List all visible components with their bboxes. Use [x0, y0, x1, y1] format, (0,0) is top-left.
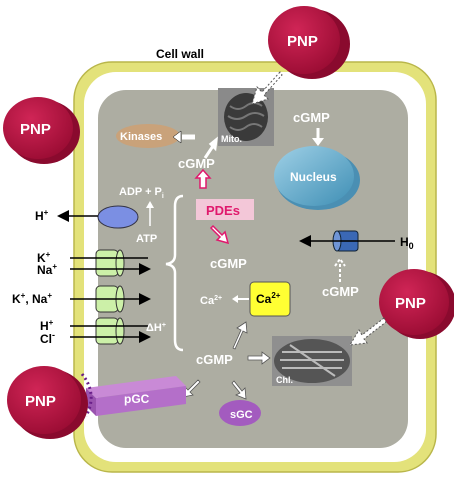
pde-arrow-up — [194, 168, 212, 189]
pnp-molecule-bottom: PNP — [7, 366, 88, 439]
cgmp-top: cGMP — [178, 156, 215, 171]
ca-store-box — [249, 281, 291, 317]
pnp-to-chl-arrow — [349, 317, 387, 346]
arrow-cgmp-to-ca — [232, 321, 248, 350]
atp-adp-arrow — [146, 201, 154, 208]
nucleus-label: Nucleus — [290, 170, 337, 184]
chloroplast-image: Chl. — [272, 336, 352, 386]
h-pump — [97, 205, 139, 229]
chl-label: Chl. — [276, 375, 293, 385]
pnp-label-left: PNP — [20, 121, 51, 138]
ca-store-label: Ca2+ — [256, 291, 281, 306]
cgmp-middle: cGMP — [210, 256, 247, 271]
k-na-plus-label: K+, Na+ — [12, 291, 52, 306]
arrow-to-kinases — [172, 130, 182, 144]
pnp-molecule-right: PNP — [379, 269, 454, 339]
arrow-sgc-to-cgmp — [231, 380, 247, 400]
sgc-label: sGC — [230, 409, 253, 421]
pnp-molecule-left: PNP — [3, 97, 80, 164]
ca-release-arrow — [232, 295, 238, 303]
k-plus-label: K+ — [37, 250, 51, 265]
pdes-box — [196, 199, 254, 220]
pgc-label: pGC — [124, 392, 150, 406]
arrow-pgc-to-cgmp — [182, 379, 201, 398]
h-cl-channel — [70, 317, 148, 344]
arrow-cgmp-to-mito — [203, 136, 218, 159]
ca-label: Ca2+ — [200, 295, 222, 307]
cell-wall-label: Cell wall — [156, 47, 204, 61]
pgc-binding-dots — [80, 373, 93, 417]
h-plus-label: H+ — [40, 318, 54, 333]
kinases-label: Kinases — [120, 131, 162, 143]
arrow-cgmp-to-nucleus — [312, 138, 324, 146]
pde-arrow-down — [209, 224, 230, 245]
atp-label: ATP — [136, 233, 157, 245]
delta-h-label: ΔH+ — [146, 322, 166, 334]
pnp-label-right: PNP — [395, 295, 426, 312]
kinases-shape — [116, 124, 180, 148]
pnp-label-bottom: PNP — [25, 393, 56, 410]
k-na-channel-2 — [70, 285, 151, 313]
cl-minus-label: Cl- — [40, 330, 55, 346]
k-na-channel — [70, 249, 148, 276]
arrow-cgmp-to-chl — [247, 351, 271, 365]
cgmp-nucleus: cGMP — [293, 110, 330, 125]
h2o-label: H0 — [400, 235, 414, 251]
arrow-cgmp-to-water — [334, 257, 346, 282]
h-plus-pump-label: H+ — [35, 208, 49, 223]
na-plus-label: Na+ — [37, 262, 57, 277]
mito-label: Mito. — [221, 134, 242, 144]
cgmp-water: cGMP — [322, 284, 359, 299]
nucleus: Nucleus — [274, 146, 360, 210]
pdes-label: PDEs — [206, 203, 240, 218]
cgmp-bottom: cGMP — [196, 352, 233, 367]
water-channel — [299, 230, 395, 252]
sgc-shape — [219, 400, 261, 426]
adp-pi-label: ADP + Pi — [119, 186, 164, 200]
brace — [165, 194, 184, 352]
pnp-to-mito-arrow — [251, 71, 283, 105]
pnp-molecule-top: PNP — [268, 6, 350, 79]
pnp-label-top: PNP — [287, 33, 318, 50]
